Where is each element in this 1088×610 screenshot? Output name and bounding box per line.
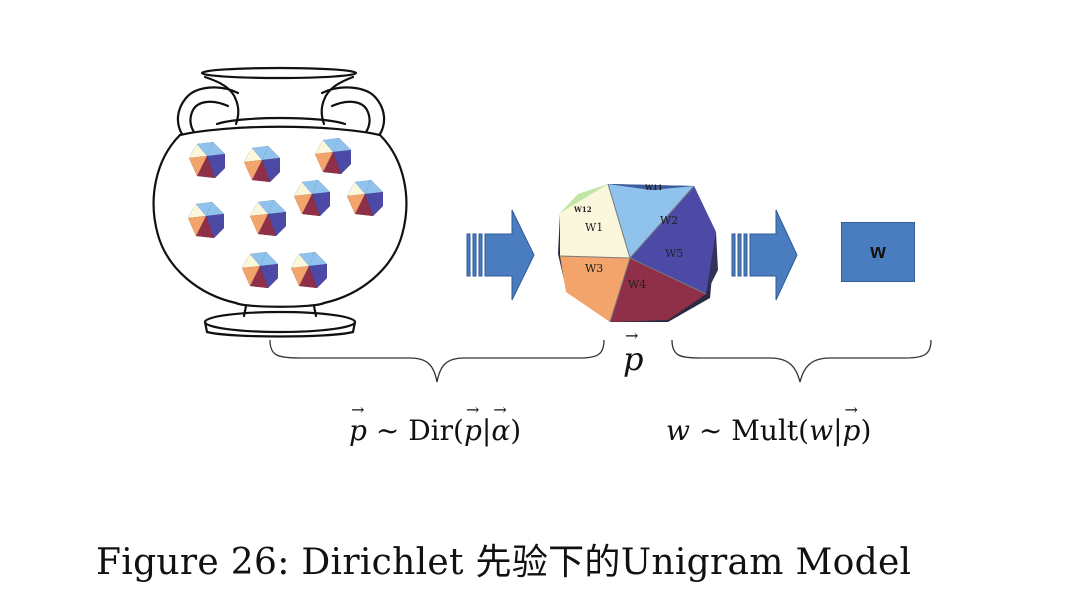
urn-dice: [188, 138, 383, 288]
mult-fn: Mult(: [731, 414, 810, 447]
multinomial-formula: w ~ Mult(w|p): [666, 400, 872, 447]
face-w4: W4: [628, 278, 646, 291]
p-symbol: p: [623, 326, 643, 378]
arrow-die-to-word: [731, 209, 798, 301]
dirichlet-var: p: [349, 400, 367, 447]
word-output-box: w: [841, 222, 915, 282]
urn-die-7: [347, 180, 383, 216]
dirichlet-bar: |: [481, 414, 492, 447]
face-w5: W5: [665, 247, 683, 260]
urn-die-6: [294, 180, 330, 216]
urn-die-8: [242, 252, 278, 288]
urn-die-3: [315, 138, 351, 174]
mult-arg: w: [809, 414, 834, 447]
dirichlet-formula: p ~ Dir(p|α): [349, 400, 522, 447]
word-output-label: w: [870, 240, 886, 263]
p-vector-label: p: [623, 326, 643, 378]
mult-bar: |: [833, 414, 843, 447]
dirichlet-close: ): [510, 414, 522, 447]
figure-caption: Figure 26: Dirichlet 先验下的Unigram Model: [96, 542, 912, 583]
face-w11: W11: [644, 183, 663, 192]
face-w1: W1: [585, 221, 603, 234]
urn-die-5: [250, 200, 286, 236]
brace-dirichlet: [269, 339, 605, 383]
brace-multinomial: [671, 339, 932, 383]
arrow-urn-to-die: [466, 209, 535, 301]
face-w2: W2: [660, 214, 678, 227]
urn-illustration: [152, 66, 408, 338]
mult-param: p: [843, 400, 861, 447]
urn-die-4: [188, 202, 224, 238]
face-w12: W12: [573, 205, 592, 214]
dirichlet-fn: Dir(: [408, 414, 464, 447]
mult-close: ): [860, 414, 872, 447]
mult-var: w: [666, 414, 690, 447]
dirichlet-arg: p: [464, 400, 482, 447]
urn-die-9: [291, 252, 327, 288]
face-w3: W3: [585, 262, 603, 275]
urn-die-2: [244, 146, 280, 182]
urn-die-1: [189, 142, 225, 178]
dirichlet-tilde: ~: [375, 414, 400, 447]
mult-tilde: ~: [698, 414, 723, 447]
dirichlet-param: α: [491, 400, 510, 447]
big-die: W1 W2 W3 W4 W5 W12 W11: [558, 183, 718, 323]
